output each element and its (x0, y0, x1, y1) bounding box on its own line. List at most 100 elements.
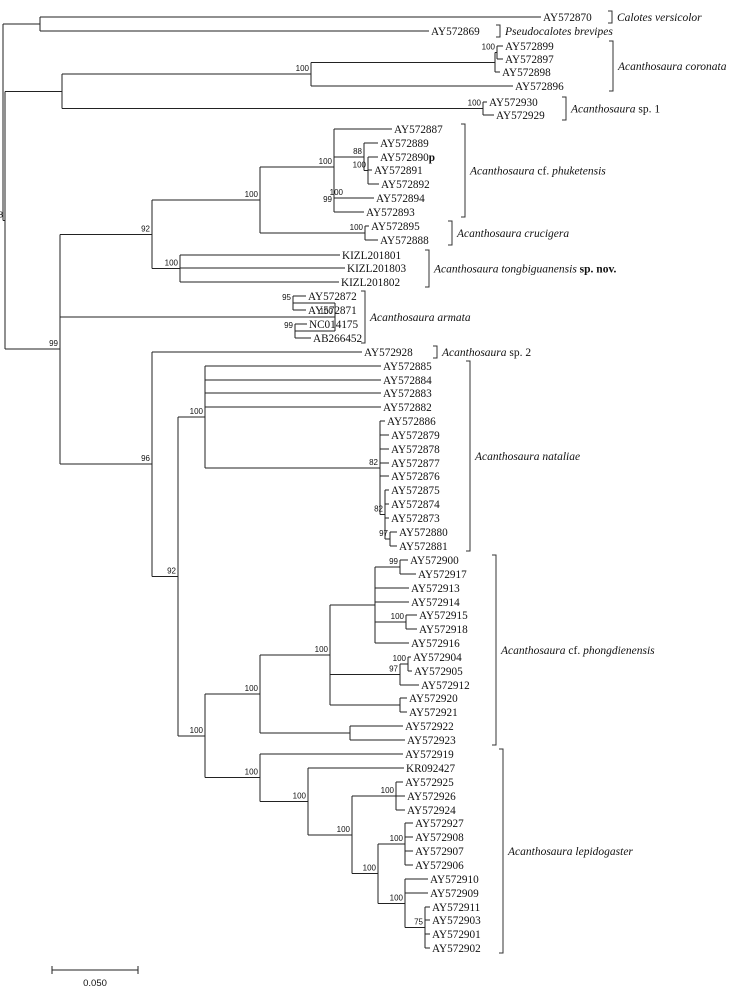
tip-label: AY572903 (432, 915, 481, 927)
tree-branches (2, 16, 541, 949)
support-value: 100 (320, 307, 334, 316)
clade-label: Acanthosaura armata (369, 312, 471, 324)
support-value: 100 (390, 834, 404, 843)
tip-label: AB266452 (313, 333, 362, 345)
tip-label: AY572871 (308, 305, 357, 317)
tip-label: AY572886 (387, 416, 436, 428)
clade-bracket (609, 40, 614, 92)
clade-label: Acanthosaura nataliae (474, 451, 580, 463)
clade-label: Acanthosaura cf. phuketensis (469, 166, 606, 178)
tip-label: AY572875 (391, 485, 440, 497)
tip-label: AY572915 (419, 610, 468, 622)
clade-c1: Calotes versicolor (608, 10, 702, 24)
clade-c10: Acanthosaura nataliae (466, 360, 580, 552)
tip-label: AY572930 (489, 97, 538, 109)
tip-label: AY572881 (399, 541, 448, 553)
support-value: 100 (337, 825, 351, 834)
scale-bar: 0.050 (51, 966, 139, 989)
support-value: 99 (49, 339, 58, 348)
tip-label: AY572922 (405, 721, 454, 733)
clade-label: Acanthosaura cf. phongdienensis (500, 645, 655, 657)
support-value: 92 (141, 224, 150, 233)
tip-label: AY572894 (376, 193, 425, 205)
support-value: 100 (350, 223, 364, 232)
tip-label: AY572887 (394, 124, 443, 136)
support-value: 100 (245, 684, 259, 693)
tip-label: AY572902 (432, 943, 481, 955)
tip-label: AY572904 (413, 652, 462, 664)
support-value: 99 (323, 195, 332, 204)
tip-label: AY572899 (505, 41, 554, 53)
tip-label: AY572889 (380, 138, 429, 150)
clade-bracket (499, 748, 504, 954)
tip-label: AY572923 (407, 735, 456, 747)
support-value: 88 (353, 147, 362, 156)
tip-label: AY572925 (405, 777, 454, 789)
clade-label: Acanthosaura coronata (617, 61, 727, 73)
support-value: 100 (482, 43, 496, 52)
support-value: 92 (167, 566, 176, 575)
tip-label: AY572874 (391, 499, 440, 511)
tip-label: AY572924 (407, 805, 456, 817)
tip-label: KIZL201802 (341, 277, 400, 289)
tip-label: AY572883 (383, 388, 432, 400)
clade-bracket (361, 290, 366, 344)
clade-label: Pseudocalotes brevipes (504, 26, 613, 38)
tip-label: AY572870 (543, 12, 592, 24)
support-value: 100 (381, 786, 395, 795)
tip-label: AY572892 (381, 179, 430, 191)
clade-bracket (448, 220, 453, 246)
tip-label: AY572918 (419, 624, 468, 636)
support-value: 100 (363, 864, 377, 873)
tip-label: AY572908 (415, 832, 464, 844)
support-value: 100 (296, 64, 310, 73)
clade-bracket (608, 10, 613, 24)
tip-label: AY572873 (391, 513, 440, 525)
support-value: 100 (245, 190, 259, 199)
clade-label: Acanthosaura lepidogaster (507, 846, 633, 858)
clade-label: Acanthosaura tongbiguanensis sp. nov. (433, 264, 617, 276)
support-value: 82 (374, 505, 383, 514)
scale-bar-label: 0.050 (83, 978, 107, 989)
tip-label: AY572912 (421, 680, 470, 692)
tip-label: AY572911 (432, 902, 480, 914)
tip-label: AY572906 (415, 860, 464, 872)
clade-c6: Acanthosaura crucigera (448, 220, 569, 246)
tip-label: AY572895 (371, 221, 420, 233)
tip-label: AY572882 (383, 402, 432, 414)
support-value: 100 (330, 188, 344, 197)
support-value: 75 (414, 918, 423, 927)
support-value: 82 (369, 458, 378, 467)
support-value: 100 (190, 726, 204, 735)
clade-c7: Acanthosaura tongbiguanensis sp. nov. (425, 249, 617, 288)
clade-c4: Acanthosaura sp. 1 (562, 96, 660, 121)
tip-label: AY572914 (411, 597, 460, 609)
tip-label: AY572913 (411, 583, 460, 595)
tip-label: AY572891 (374, 165, 423, 177)
tip-label: AY572872 (308, 291, 357, 303)
support-value: 100 (353, 161, 367, 170)
tip-label: AY572910 (430, 874, 479, 886)
tip-label: AY572878 (391, 444, 440, 456)
tip-labels: AY572870AY572869AY572899AY572897AY572898… (308, 12, 592, 955)
clade-bracket (562, 96, 567, 121)
tip-label: AY572927 (415, 818, 464, 830)
support-value: 100 (390, 893, 404, 902)
clade-bracket (492, 554, 497, 746)
clade-label: Acanthosaura crucigera (456, 228, 569, 240)
tip-label: AY572885 (383, 361, 432, 373)
support-value: 100 (293, 791, 307, 800)
tip-label: AY572929 (496, 110, 545, 122)
support-value: 100 (315, 645, 329, 654)
tip-label: AY572900 (410, 555, 459, 567)
clade-bracket (461, 123, 466, 218)
clade-bracket (496, 24, 501, 38)
clade-c9: Acanthosaura sp. 2 (433, 345, 531, 359)
clade-c12: Acanthosaura lepidogaster (499, 748, 633, 954)
tip-label: KIZL201801 (342, 250, 401, 262)
clade-c8: Acanthosaura armata (361, 290, 471, 344)
tip-label: AY572877 (391, 458, 440, 470)
support-value: 99 (284, 321, 293, 330)
tip-label: AY572921 (409, 707, 458, 719)
